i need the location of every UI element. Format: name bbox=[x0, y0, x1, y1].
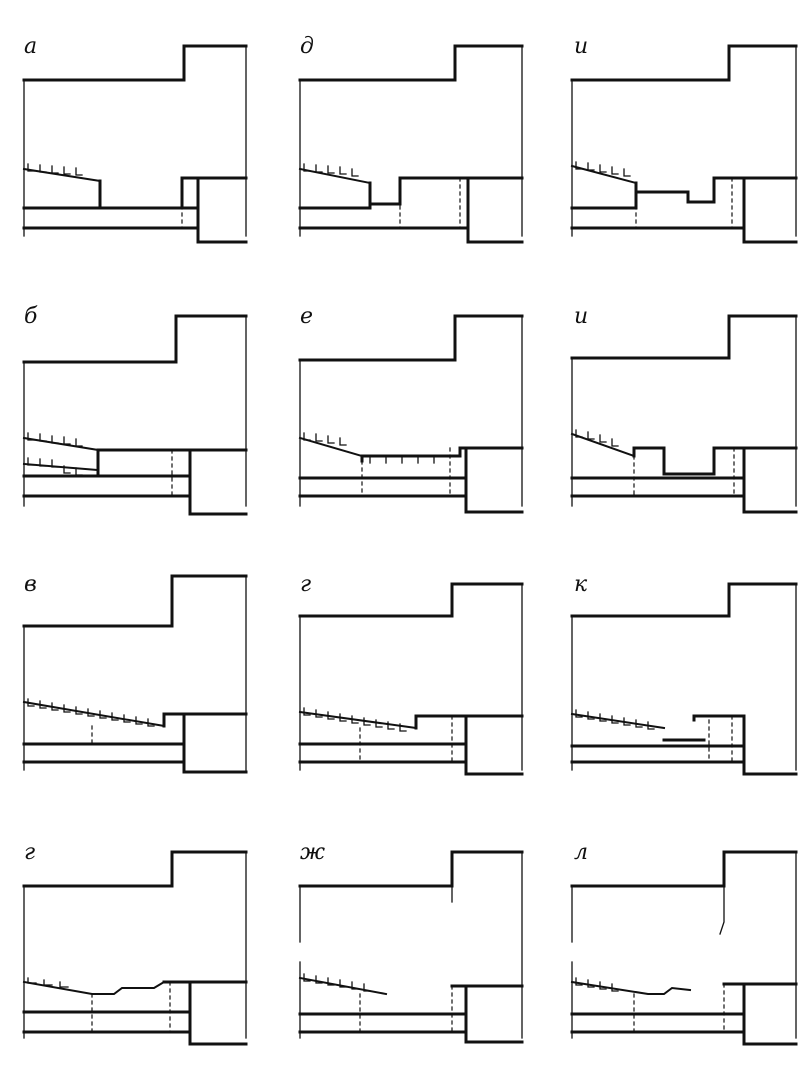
panel-e-drawing bbox=[298, 314, 524, 514]
panel-i2-drawing bbox=[570, 314, 798, 514]
panel-g1-drawing bbox=[298, 582, 524, 776]
panel-label: е bbox=[300, 304, 314, 329]
panel-g2-drawing bbox=[22, 850, 248, 1046]
panel-zh: ж bbox=[290, 842, 525, 1072]
panel-e: е bbox=[290, 306, 525, 536]
panel-label: и bbox=[574, 34, 589, 59]
panel-label: и bbox=[574, 304, 589, 329]
panel-label: в bbox=[24, 572, 37, 597]
panel-label: б bbox=[24, 304, 38, 329]
panel-a: а bbox=[14, 36, 249, 266]
panel-g2: г bbox=[14, 842, 249, 1072]
panel-g1: г bbox=[290, 574, 525, 804]
panel-i1: и bbox=[564, 36, 799, 266]
panel-label: ж bbox=[300, 840, 326, 865]
panel-a-drawing bbox=[22, 44, 248, 244]
panel-v-drawing bbox=[22, 574, 248, 774]
panel-l-drawing bbox=[570, 850, 798, 1046]
panel-b-drawing bbox=[22, 314, 248, 516]
panel-label: д bbox=[300, 34, 314, 59]
panel-k-drawing bbox=[570, 582, 798, 776]
panel-v: в bbox=[14, 574, 249, 804]
panel-label: л bbox=[574, 840, 589, 865]
panel-d: д bbox=[290, 36, 525, 266]
panel-i1-drawing bbox=[570, 44, 798, 244]
panel-d-drawing bbox=[298, 44, 524, 244]
panel-i2: и bbox=[564, 306, 799, 536]
panel-label: г bbox=[300, 572, 312, 597]
panel-b: б bbox=[14, 306, 249, 536]
panel-label: г bbox=[24, 840, 36, 865]
panel-l: л bbox=[564, 842, 799, 1072]
panel-label: а bbox=[24, 34, 38, 59]
panel-k: к bbox=[564, 574, 799, 804]
panel-zh-drawing bbox=[298, 850, 524, 1044]
panel-label: к bbox=[574, 572, 588, 597]
